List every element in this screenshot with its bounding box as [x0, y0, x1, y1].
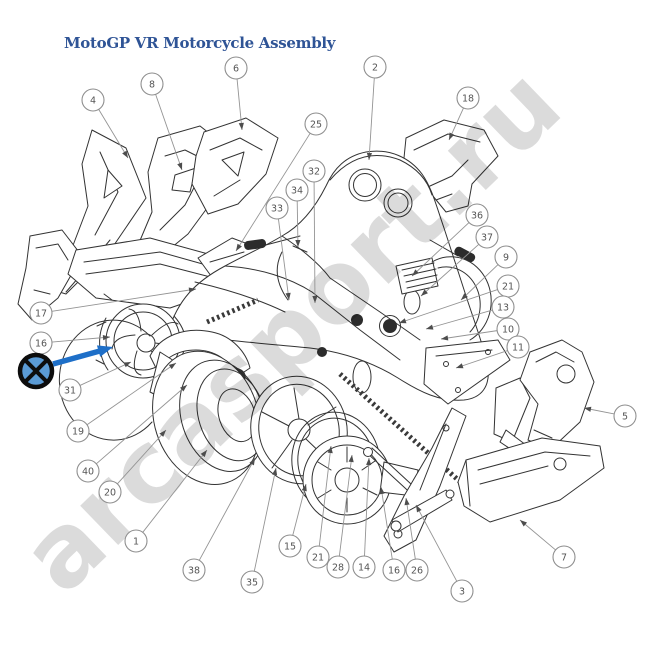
svg-text:16: 16: [388, 565, 400, 576]
svg-text:18: 18: [462, 93, 474, 104]
part-callout-16: 16: [379, 486, 406, 582]
svg-text:4: 4: [90, 95, 96, 106]
part-callout-1: 1: [124, 449, 208, 553]
svg-text:11: 11: [512, 342, 524, 353]
svg-text:20: 20: [104, 487, 116, 498]
watermark-text: arcasport.ru: [0, 45, 583, 615]
part-callout-9: 9: [460, 245, 518, 301]
part-upper-cowl: [191, 117, 279, 215]
part-callout-33: 33: [265, 196, 291, 301]
part-callout-18: 18: [448, 86, 480, 141]
part-callout-35: 35: [240, 467, 278, 594]
part-drive-chain-upper: [206, 297, 259, 325]
svg-text:37: 37: [481, 232, 493, 243]
circled-x-marker: [17, 345, 113, 390]
svg-text:35: 35: [246, 577, 258, 588]
part-callout-20: 20: [98, 429, 167, 504]
svg-text:21: 21: [502, 281, 514, 292]
part-callout-31: 31: [58, 361, 132, 402]
svg-text:21: 21: [312, 552, 324, 563]
part-callout-28: 28: [326, 454, 354, 579]
part-callout-19: 19: [66, 362, 177, 443]
svg-text:26: 26: [411, 565, 423, 576]
page-title: MotoGP VR Motorcycle Assembly: [64, 34, 336, 52]
part-belly-pan: [457, 437, 605, 523]
svg-text:17: 17: [35, 308, 47, 319]
svg-text:15: 15: [284, 541, 296, 552]
part-callout-2: 2: [363, 55, 387, 161]
svg-text:36: 36: [471, 210, 483, 221]
part-callout-8: 8: [140, 72, 183, 171]
part-callout-38: 38: [182, 457, 256, 582]
svg-text:19: 19: [72, 426, 84, 437]
svg-text:32: 32: [308, 166, 320, 177]
part-callout-6: 6: [224, 56, 248, 131]
svg-text:13: 13: [497, 302, 509, 313]
part-callout-4: 4: [81, 88, 129, 159]
svg-text:7: 7: [561, 552, 567, 563]
part-main-body: [167, 150, 489, 401]
svg-text:10: 10: [502, 324, 514, 335]
part-callout-36: 36: [411, 203, 489, 277]
svg-text:9: 9: [503, 252, 509, 263]
svg-text:5: 5: [622, 411, 628, 422]
svg-text:33: 33: [271, 203, 283, 214]
svg-text:14: 14: [358, 562, 370, 573]
svg-text:3: 3: [459, 586, 465, 597]
part-callout-14: 14: [352, 457, 376, 579]
part-callout-21: 21: [306, 445, 333, 569]
part-rear-tire: [152, 350, 267, 485]
part-callout-3: 3: [415, 504, 474, 603]
svg-text:28: 28: [332, 562, 344, 573]
svg-text:25: 25: [310, 119, 322, 130]
part-frame-arm: [383, 407, 467, 553]
part-callout-5: 5: [583, 404, 637, 428]
part-callout-26: 26: [404, 497, 429, 582]
svg-text:8: 8: [149, 79, 155, 90]
part-subframe-plate: [423, 339, 511, 405]
svg-text:6: 6: [233, 63, 239, 74]
part-callout-25: 25: [235, 112, 328, 252]
svg-text:34: 34: [291, 185, 303, 196]
part-callout-15: 15: [278, 483, 307, 558]
svg-text:38: 38: [188, 565, 200, 576]
part-callout-13: 13: [425, 295, 515, 330]
part-inner-side-panel: [493, 377, 531, 443]
part-callout-37: 37: [420, 225, 499, 297]
part-callout-40: 40: [76, 384, 188, 483]
part-callout-11: 11: [455, 335, 530, 369]
svg-text:1: 1: [133, 536, 139, 547]
svg-text:16: 16: [35, 338, 47, 349]
part-callout-21: 21: [398, 274, 520, 324]
part-callout-32: 32: [302, 159, 326, 304]
svg-text:40: 40: [82, 466, 94, 477]
part-callout-10: 10: [440, 317, 520, 341]
part-callout-17: 17: [29, 287, 197, 325]
svg-text:31: 31: [64, 385, 76, 396]
part-callout-34: 34: [285, 178, 309, 248]
part-callout-7: 7: [519, 519, 576, 569]
svg-text:2: 2: [372, 62, 378, 73]
